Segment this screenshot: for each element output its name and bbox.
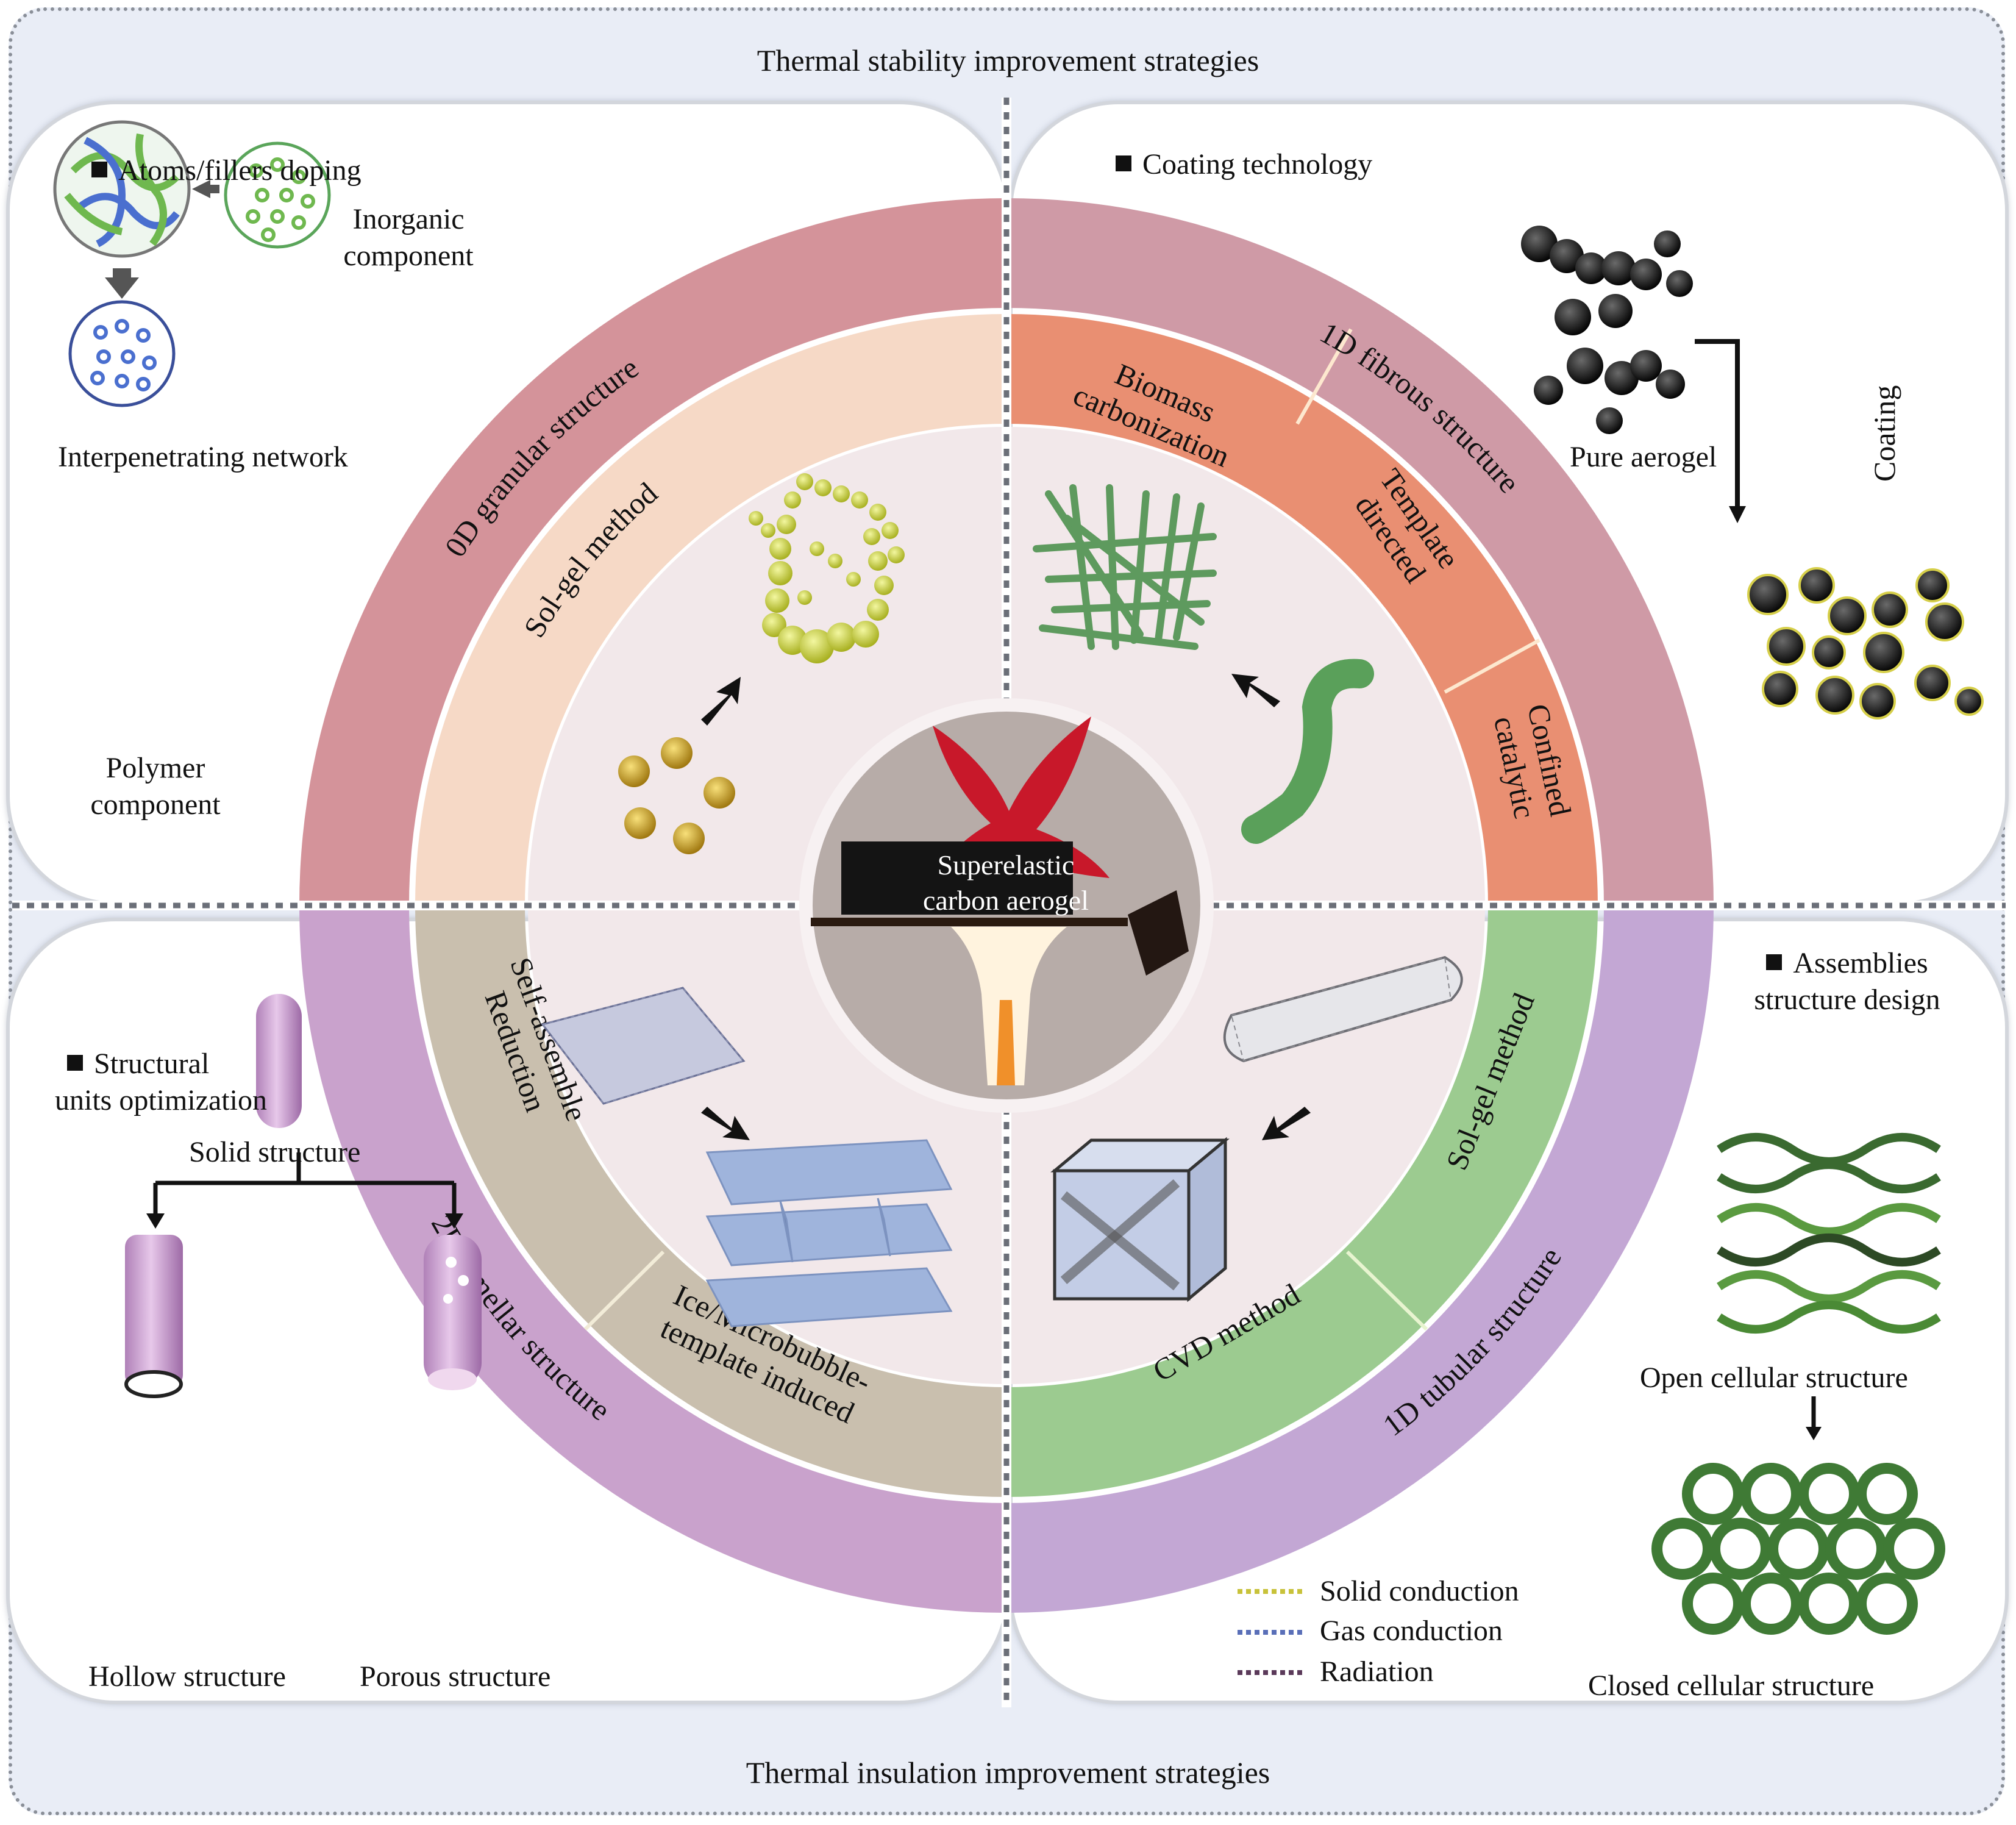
interpenetrating-network-diagram [53, 120, 191, 258]
legend-swatches [1238, 1589, 1305, 1675]
label-polymer: Polymer component [85, 750, 226, 823]
label-porous-structure: Porous structure [360, 1660, 551, 1693]
bullet-icon [1116, 155, 1131, 171]
coating-label: Coating [1867, 385, 1901, 482]
label-inorganic-line2: component [343, 240, 474, 272]
heading-text-line1: Assemblies [1793, 947, 1928, 979]
arrow-icon [105, 268, 139, 299]
label-pure-aerogel: Pure aerogel [1570, 441, 1717, 473]
coated-aerogel-diagram [1747, 567, 1984, 720]
pure-aerogel-diagram [1521, 226, 1693, 434]
label-solid-structure: Solid structure [189, 1136, 361, 1168]
center-label-line1: Superelastic [937, 849, 1075, 880]
label-interpenetrating: Interpenetrating network [58, 441, 348, 473]
arrow-icon [445, 1213, 463, 1229]
arrow-icon [1262, 1107, 1311, 1140]
heading-text-line1: Structural [94, 1048, 210, 1080]
top-band-title: Thermal stability improvement strategies [757, 43, 1259, 77]
lamellar-stack [705, 1139, 953, 1327]
label-polymer-line1: Polymer [105, 752, 205, 784]
ring-outer-top-right [1006, 198, 1714, 905]
polymer-component-diagram [68, 300, 176, 407]
heading-atoms-fillers: Atoms/fillers doping [91, 152, 362, 189]
heading-text-line2: units optimization [55, 1084, 267, 1116]
arrow-icon [1231, 674, 1280, 707]
arrow-icon [1806, 1427, 1822, 1440]
legend-solid-conduction: Solid conduction [1320, 1575, 1519, 1607]
bullet-icon [67, 1055, 83, 1071]
bullet-icon [1766, 954, 1783, 970]
label-open-cellular: Open cellular structure [1640, 1362, 1908, 1394]
legend-gas-conduction: Gas conduction [1320, 1615, 1503, 1647]
coating-arrow [1695, 339, 1740, 506]
aerogel-cube [1050, 1137, 1230, 1302]
heading-text: Atoms/fillers doping [118, 154, 362, 187]
arrow-icon [1729, 506, 1746, 523]
solid-tube-diagram [256, 994, 302, 1128]
label-inorganic-line1: Inorganic [352, 203, 465, 235]
heading-text-line2: structure design [1754, 984, 1940, 1016]
arrow-icon [701, 677, 741, 726]
green-fiber [1241, 659, 1374, 844]
heading-assemblies: Assemblies structure design [1713, 945, 1981, 1018]
bullet-icon [91, 162, 107, 177]
porous-tube-diagram [424, 1235, 482, 1390]
closed-cellular-diagram [1651, 1463, 1945, 1635]
inorganic-component-diagram [224, 141, 331, 249]
arrow-icon [146, 1213, 165, 1229]
legend-radiation: Radiation [1320, 1655, 1434, 1688]
arrow-icon [192, 180, 219, 198]
heading-coating-technology: Coating technology [1116, 146, 1372, 183]
ring-inner-top-left [415, 314, 1006, 905]
ring-outer-bottom-right [1006, 905, 1714, 1613]
heading-structural-units: Structural units optimization [55, 1046, 267, 1119]
ring-outer-top-left [299, 198, 1006, 905]
graphene-sheet [541, 987, 746, 1105]
label-polymer-line2: component [90, 788, 221, 821]
green-fiber-mesh [1033, 484, 1217, 650]
gold-nanoparticles [618, 737, 735, 854]
bottom-band-title: Thermal insulation improvement strategie… [746, 1755, 1270, 1790]
carbon-nanotube [1223, 955, 1463, 1063]
center-photo [799, 698, 1214, 1113]
ring-inner-top-right [1006, 314, 1598, 905]
label-closed-cellular: Closed cellular structure [1588, 1670, 1875, 1702]
open-cellular-diagram [1717, 1133, 1941, 1334]
center-label: Superelastic carbon aerogel [902, 848, 1110, 918]
label-inorganic: Inorganic component [341, 201, 476, 274]
yellow-particle-network [749, 473, 905, 663]
ring-inner-bottom-right [1006, 905, 1598, 1497]
heading-text: Coating technology [1142, 148, 1373, 180]
arrow-icon [701, 1107, 750, 1140]
center-label-line2: carbon aerogel [922, 884, 1089, 916]
tree-connector [153, 1152, 457, 1213]
ring-inner-bottom-left [415, 905, 1006, 1497]
label-hollow-structure: Hollow structure [88, 1660, 286, 1693]
hollow-tube-diagram [124, 1235, 183, 1398]
